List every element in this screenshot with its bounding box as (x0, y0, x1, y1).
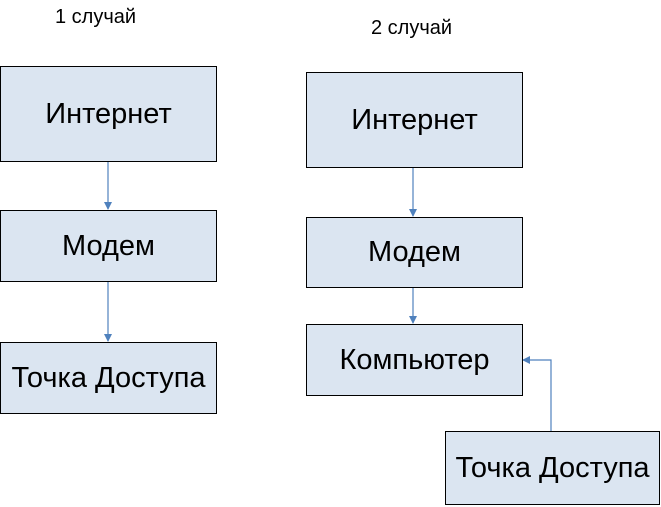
case2-modem-label: Модем (368, 236, 461, 269)
case2-title: 2 случай (371, 17, 453, 39)
case2-access-point-label: Точка Доступа (455, 451, 650, 484)
case1-modem-node: Модем (0, 210, 217, 282)
case2-access-point-node: Точка Доступа (445, 431, 660, 505)
case1-internet-label: Интернет (45, 97, 172, 130)
case2-arrow-access-point-to-computer (522, 356, 552, 431)
case2-internet-node: Интернет (306, 72, 523, 168)
case1-internet-node: Интернет (0, 66, 217, 162)
case2-computer-label: Компьютер (339, 343, 490, 376)
case2-internet-label: Интернет (351, 103, 478, 136)
case2-modem-node: Модем (306, 217, 523, 288)
case1-access-point-node: Точка Доступа (0, 342, 217, 414)
case2-computer-node: Компьютер (306, 324, 523, 396)
case1-modem-label: Модем (62, 229, 155, 262)
case1-title: 1 случай (55, 6, 137, 28)
case1-access-point-label: Точка Доступа (11, 361, 206, 394)
